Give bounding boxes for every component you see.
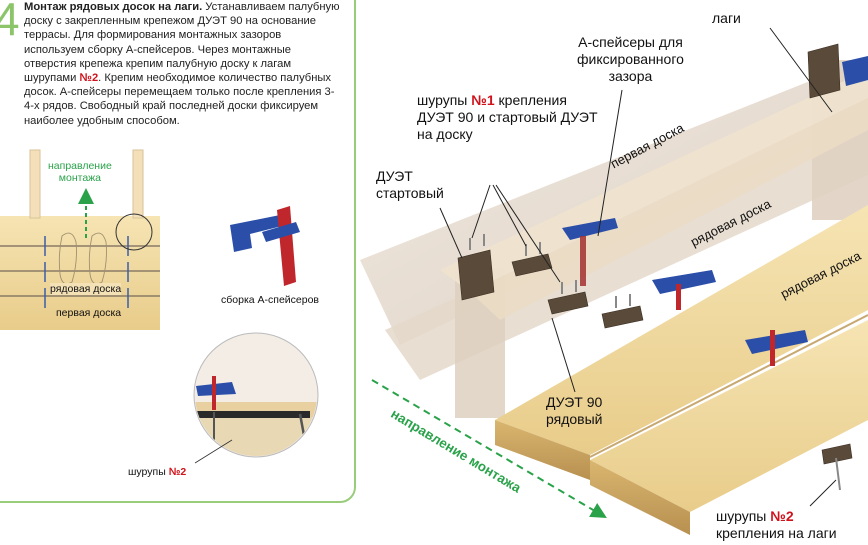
direction-line1: направление [48, 160, 112, 172]
step-body: Устанавливаем палубную доску с закреплен… [24, 1, 340, 85]
first-board-label-small: первая доска [56, 307, 122, 319]
screws2-prefix: шурупы [716, 508, 767, 524]
screws1-line2: ДУЭТ 90 и стартовый ДУЭТ [417, 109, 598, 125]
step-description: Монтаж рядовых досок на лаги. Устанавлив… [24, 0, 344, 128]
screws2-prefix-small: шурупы [128, 466, 166, 478]
joists-label: лаги [712, 10, 741, 26]
step-body-end: . Крепим необходимое количество палубных… [24, 72, 335, 127]
spacer-assembly-label: сборка А-спейсеров [221, 294, 320, 306]
screws2-num-small: №2 [168, 466, 187, 478]
spacers-label: А-спейсеры для фиксированного зазора [577, 34, 684, 85]
top-view-diagram [0, 149, 160, 330]
screws2-label: шурупы №2 крепления на лаги [716, 508, 837, 542]
spacers-line2: фиксированного [577, 51, 684, 67]
screws2-num: №2 [770, 508, 794, 524]
start-line1: ДУЭТ [376, 168, 413, 184]
spacer-assembly-icon [230, 206, 300, 286]
step-title: Монтаж рядовых досок на лаги. [24, 1, 203, 13]
detail-circle [193, 332, 319, 464]
duet90-line2: рядовый [546, 411, 603, 427]
direction-line2: монтажа [58, 172, 102, 184]
screws1-label: шурупы №1 крепления ДУЭТ 90 и стартовый … [417, 92, 598, 143]
screws1-num: №1 [471, 92, 495, 108]
a-spacer-group [562, 56, 868, 366]
start-duet-label: ДУЭТ стартовый [376, 168, 444, 202]
screws1-suffix: крепления [498, 92, 567, 108]
screws1-line3: на доску [417, 126, 473, 142]
screws1-prefix: шурупы [417, 92, 468, 108]
row-board-label-small: рядовая доска [50, 283, 122, 295]
step-number: 4 [0, 0, 20, 45]
spacers-line3: зазора [608, 68, 653, 84]
spacers-line1: А-спейсеры для [578, 34, 683, 50]
main-perspective-diagram [360, 27, 868, 535]
screws2-label-small: шурупы №2 [128, 466, 186, 478]
duet90-line1: ДУЭТ 90 [546, 394, 603, 410]
duet90-label: ДУЭТ 90 рядовый [546, 394, 603, 428]
screw-ref: №2 [79, 72, 99, 85]
screws2-line2: крепления на лаги [716, 525, 837, 541]
direction-label-small: направление монтажа [48, 160, 112, 184]
start-line2: стартовый [376, 185, 444, 201]
